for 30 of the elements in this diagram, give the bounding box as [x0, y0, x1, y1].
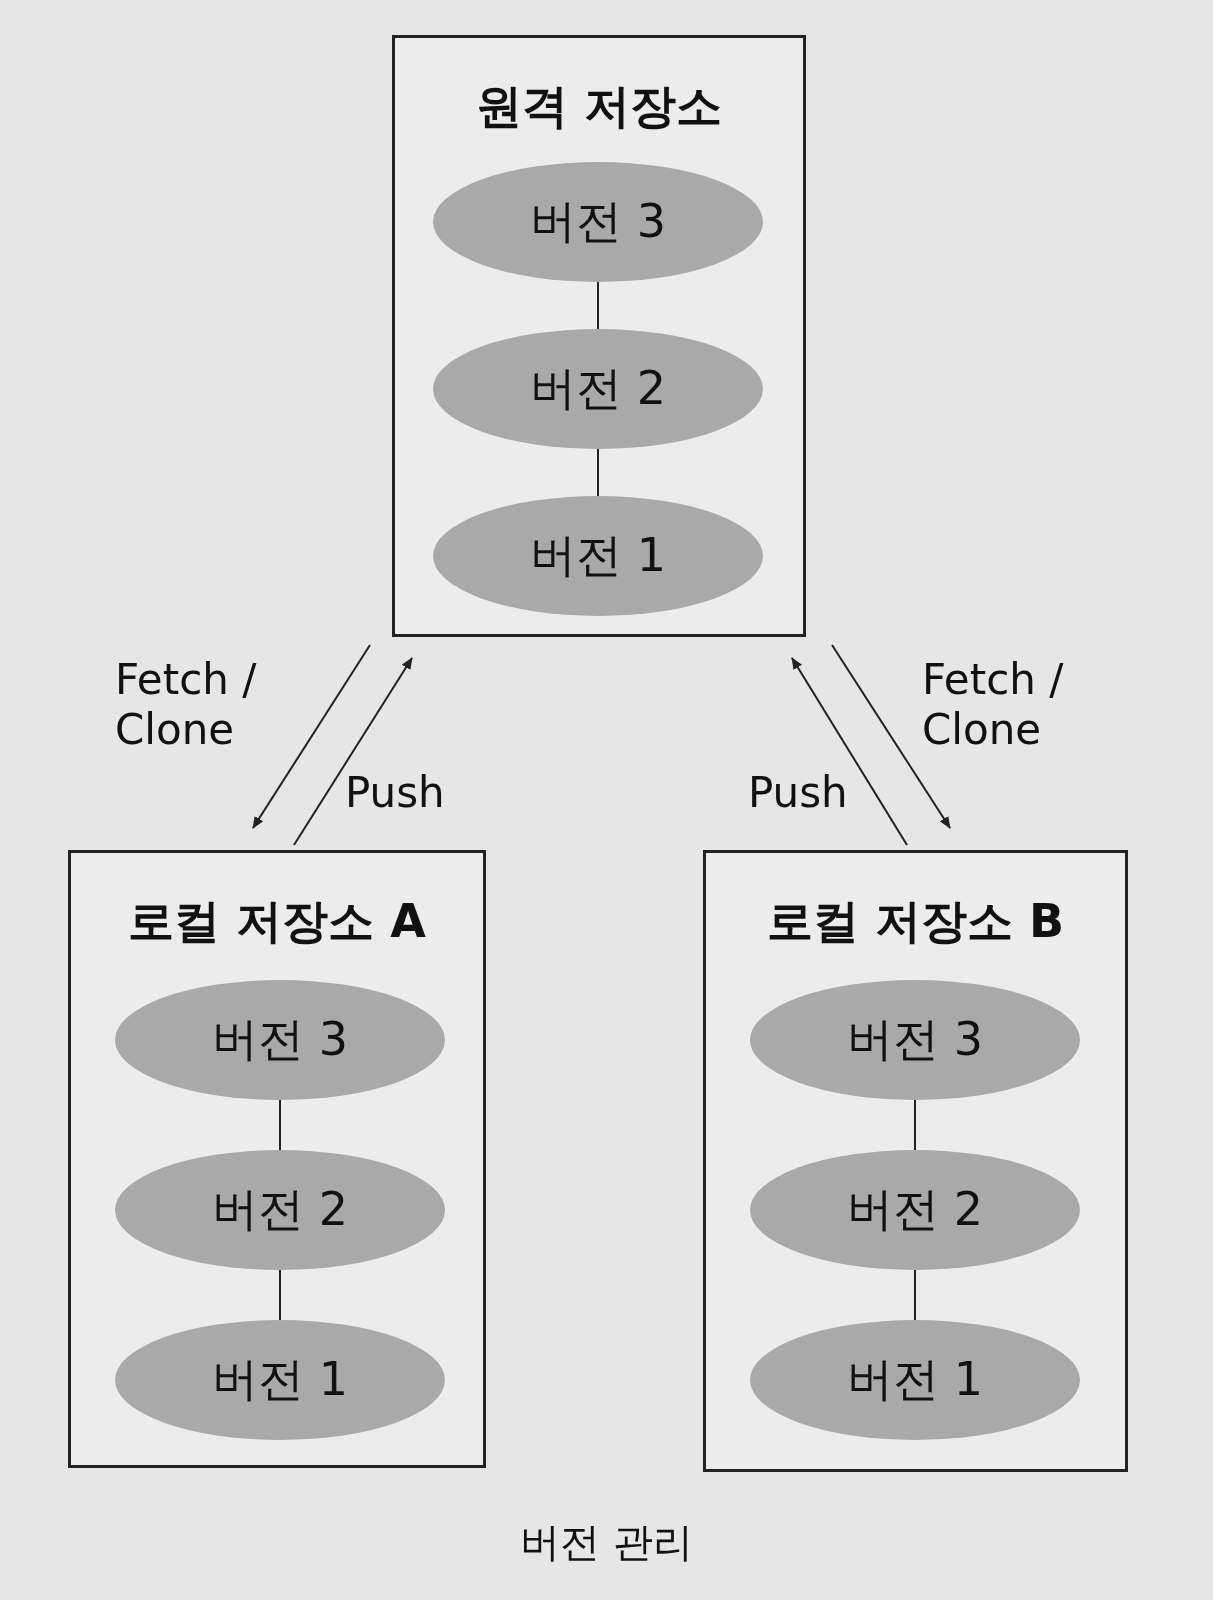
connector-line [597, 281, 599, 330]
version-ellipse: 버전 1 [750, 1320, 1080, 1440]
version-ellipse: 버전 2 [750, 1150, 1080, 1270]
arrow [252, 644, 371, 829]
edge-label: Push [748, 768, 849, 819]
version-ellipse: 버전 1 [433, 496, 763, 616]
repository-box [703, 850, 1128, 1472]
arrow [791, 657, 908, 846]
edge-label: Push [345, 768, 446, 819]
version-ellipse: 버전 3 [115, 980, 445, 1100]
box-title: 로컬 저장소 A [127, 893, 427, 950]
connector-line [279, 1269, 281, 1321]
connector-line [914, 1099, 916, 1151]
connector-line [914, 1269, 916, 1321]
arrow [293, 657, 413, 846]
arrow [831, 644, 951, 829]
repository-box [68, 850, 486, 1468]
connector-line [279, 1099, 281, 1151]
edge-label: Fetch / Clone [115, 655, 258, 756]
version-ellipse: 버전 2 [433, 329, 763, 449]
repository-box [392, 35, 806, 637]
box-title: 로컬 저장소 B [765, 893, 1066, 950]
version-ellipse: 버전 3 [750, 980, 1080, 1100]
edge-label: Fetch / Clone [922, 655, 1065, 756]
box-title: 원격 저장소 [475, 78, 723, 135]
caption: 버전 관리 [519, 1518, 694, 1567]
version-ellipse: 버전 2 [115, 1150, 445, 1270]
version-ellipse: 버전 1 [115, 1320, 445, 1440]
connector-line [597, 448, 599, 497]
version-ellipse: 버전 3 [433, 162, 763, 282]
